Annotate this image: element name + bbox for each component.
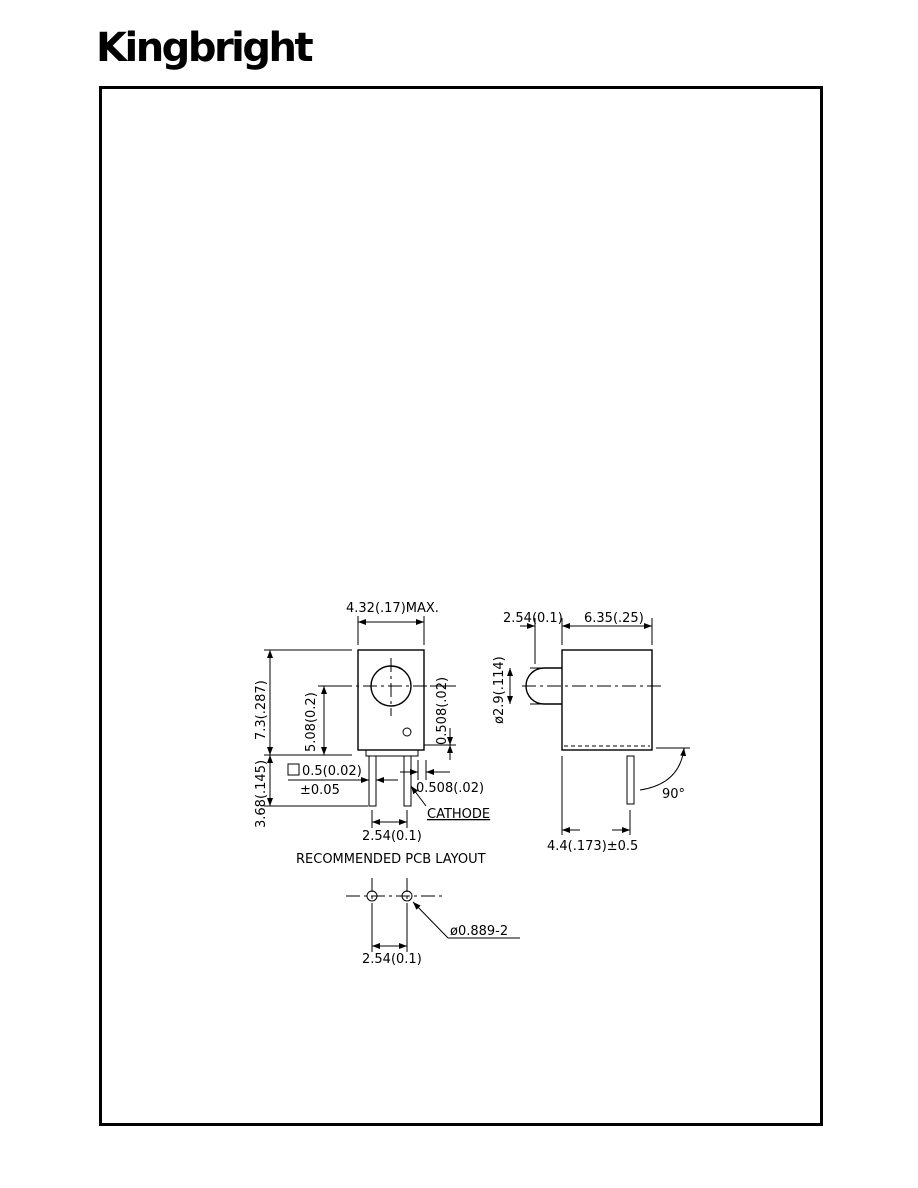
front-view: 4.32(.17)MAX. 7.3(.287) 5.08(0.2) 3.68(.…	[254, 601, 490, 844]
front-offset-dim-vertical: 0.508(.02)	[435, 677, 450, 745]
side-lens-diameter-dim: ø2.9(.114)	[492, 656, 507, 724]
pcb-hole-dim: ø0.889-2	[450, 924, 508, 939]
front-base-strip	[365, 749, 419, 757]
side-body-outline	[561, 649, 653, 751]
pcb-pitch-dim: 2.54(0.1)	[362, 952, 422, 967]
pcb-layout-title: RECOMMENDED PCB LAYOUT	[296, 852, 486, 867]
front-marker-circle	[402, 727, 412, 737]
pcb-hole-right	[401, 890, 413, 902]
front-lead-square-dim: 0.5(0.02)	[302, 764, 362, 779]
side-body-depth-dim: 6.35(.25)	[584, 611, 644, 626]
side-lens-protrusion-dim: 2.54(0.1)	[503, 611, 563, 626]
front-lead-length-dim: 3.68(.145)	[254, 760, 269, 828]
side-bend-angle: 90°	[662, 787, 685, 802]
front-pitch-dim: 2.54(0.1)	[362, 829, 422, 844]
front-offset-dim-horizontal: 0.508(.02)	[416, 781, 484, 796]
front-width-dim: 4.32(.17)MAX.	[346, 601, 439, 616]
front-center-dim: 5.08(0.2)	[304, 692, 319, 752]
front-lead-tolerance: ±0.05	[300, 783, 340, 798]
front-lead-left	[368, 755, 377, 807]
front-lead-right	[403, 755, 412, 807]
side-view: 2.54(0.1) 6.35(.25) ø2.9(.114) 90° 4.4(.…	[492, 611, 690, 854]
drawing-frame	[99, 86, 823, 1126]
cathode-label: CATHODE	[427, 807, 490, 822]
pcb-layout: RECOMMENDED PCB LAYOUT ø0.889-2 2.54(0.1…	[296, 852, 520, 967]
pcb-hole-left	[366, 890, 378, 902]
front-height-dim: 7.3(.287)	[254, 680, 269, 740]
square-symbol-icon	[287, 763, 300, 776]
side-lead-offset-dim: 4.4(.173)±0.5	[547, 839, 638, 854]
side-lead	[626, 755, 635, 805]
kingbright-logo: Kingbright	[96, 25, 314, 71]
